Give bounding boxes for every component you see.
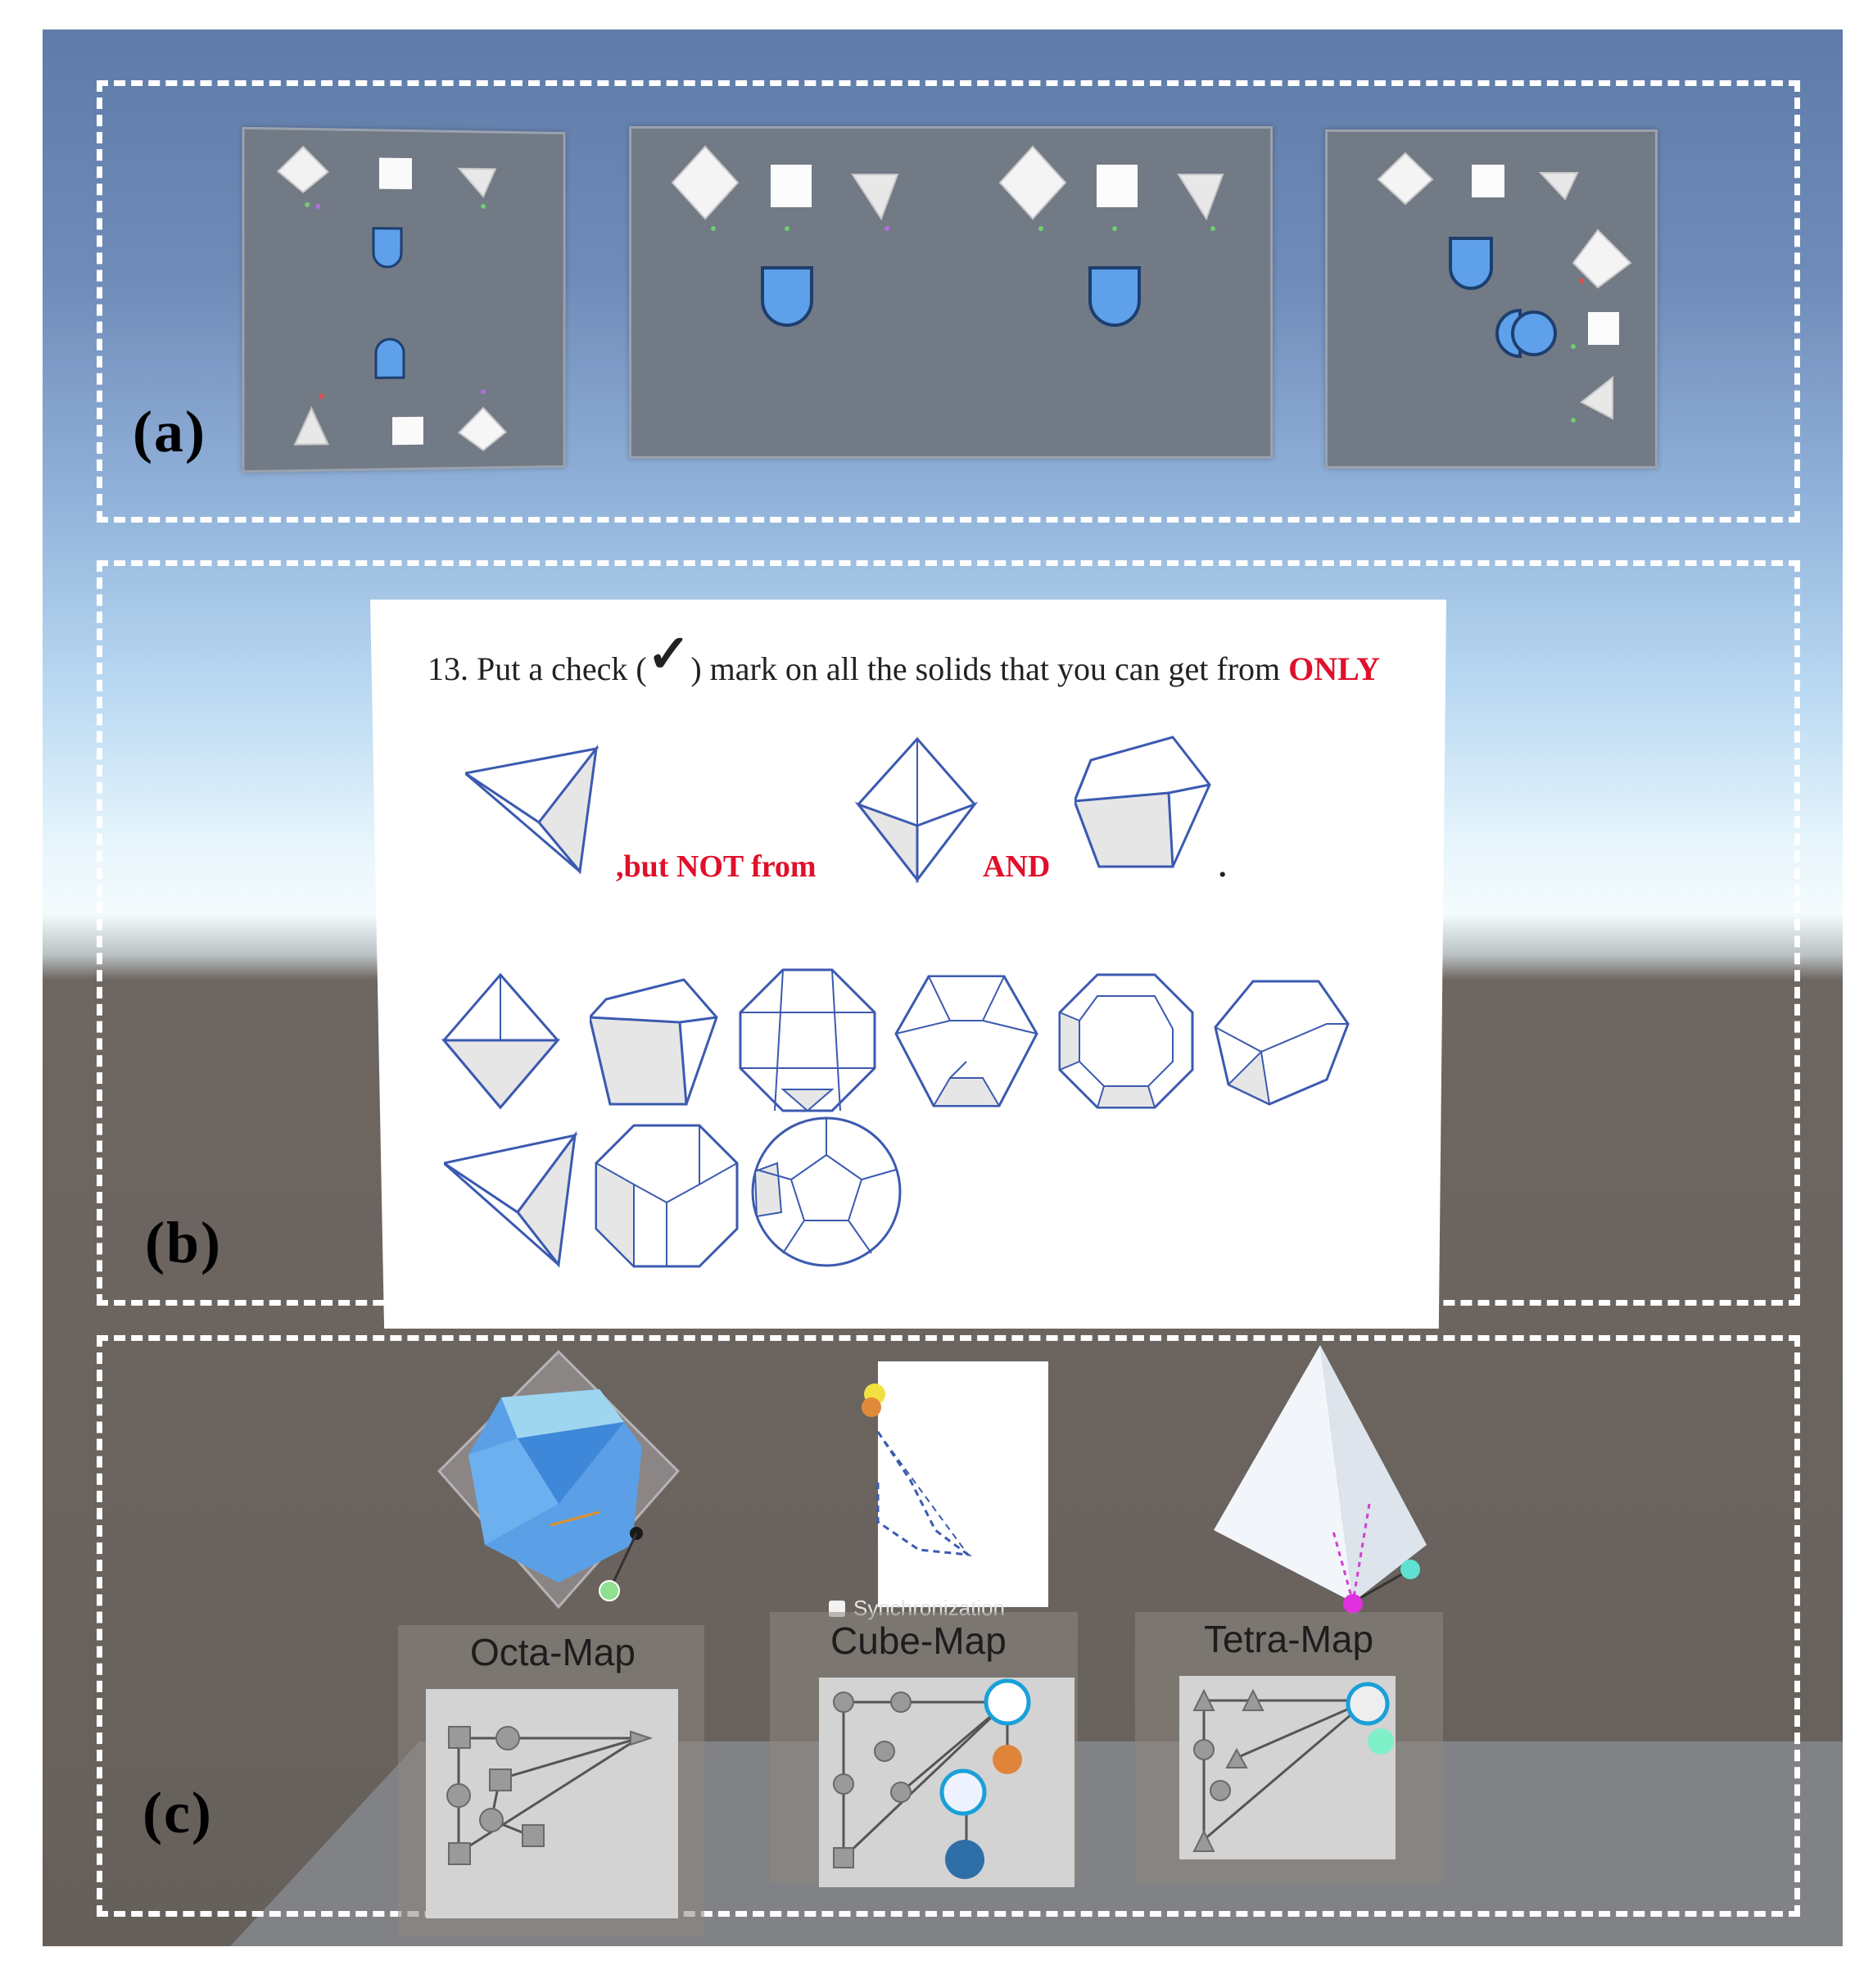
phrase-period: . <box>1219 849 1227 884</box>
cube-reference <box>1074 736 1211 868</box>
question-card: 13. Put a check (✓) mark on all the soli… <box>370 600 1446 1329</box>
diagonal-layout-graphic <box>1377 152 1632 423</box>
label-a: (a) <box>133 399 206 464</box>
solid-truncated-cube-2[interactable] <box>593 1122 740 1270</box>
question-text: 13. Put a check (✓) mark on all the soli… <box>428 625 1381 693</box>
section-c-frame <box>97 1335 1800 1917</box>
cube-map-title: Cube-Map <box>830 1619 1007 1662</box>
solid-truncated-octahedron[interactable] <box>1056 971 1196 1111</box>
solid-rhombicuboctahedron[interactable] <box>734 967 881 1114</box>
tetrahedron-model <box>1214 1345 1427 1614</box>
cube-map-preview <box>862 1361 1048 1607</box>
solid-octahedron[interactable] <box>439 971 562 1111</box>
octahedron-cube-model <box>437 1349 681 1610</box>
vr-scene: (a) 13. Put a check (✓) mark on all the … <box>43 29 1843 1946</box>
checkmark-icon: ✓ <box>646 625 691 683</box>
vertical-layout-graphic <box>244 129 563 470</box>
question-prefix: 13. Put a check ( <box>428 650 647 687</box>
octa-map-title: Octa-Map <box>470 1631 636 1673</box>
tetra-map-title: Tetra-Map <box>1204 1618 1374 1660</box>
solid-cube[interactable] <box>590 976 721 1107</box>
tetrahedron-reference <box>465 744 599 875</box>
octahedron-reference <box>854 736 979 883</box>
layout-panel-horizontal <box>629 126 1273 459</box>
solid-truncated-cube[interactable] <box>1212 978 1351 1109</box>
layout-panel-vertical <box>242 126 566 473</box>
cube-map-graph <box>833 1678 1031 1879</box>
horizontal-layout-graphic <box>671 145 1224 327</box>
question-middle: ) mark on all the solids that you can ge… <box>690 650 1281 687</box>
solid-tetrahedron[interactable] <box>444 1130 583 1270</box>
tetra-map-graph <box>1192 1682 1394 1852</box>
label-c: (c) <box>143 1780 213 1845</box>
cube-map-board[interactable] <box>819 1678 1074 1887</box>
solid-truncated-icosahedron[interactable] <box>749 1114 904 1270</box>
tetra-map-board[interactable] <box>1179 1676 1396 1859</box>
label-b: (b) <box>145 1210 222 1275</box>
question-only: ONLY <box>1288 650 1381 687</box>
phrase-but-not-from: ,but NOT from <box>616 849 817 884</box>
octa-map-board[interactable] <box>426 1689 678 1918</box>
octa-map-graph <box>446 1726 654 1865</box>
layout-panel-diagonal <box>1325 129 1658 469</box>
phrase-and: AND <box>983 849 1051 884</box>
solid-truncated-tetrahedron[interactable] <box>893 971 1040 1111</box>
section-a-frame <box>97 80 1800 523</box>
